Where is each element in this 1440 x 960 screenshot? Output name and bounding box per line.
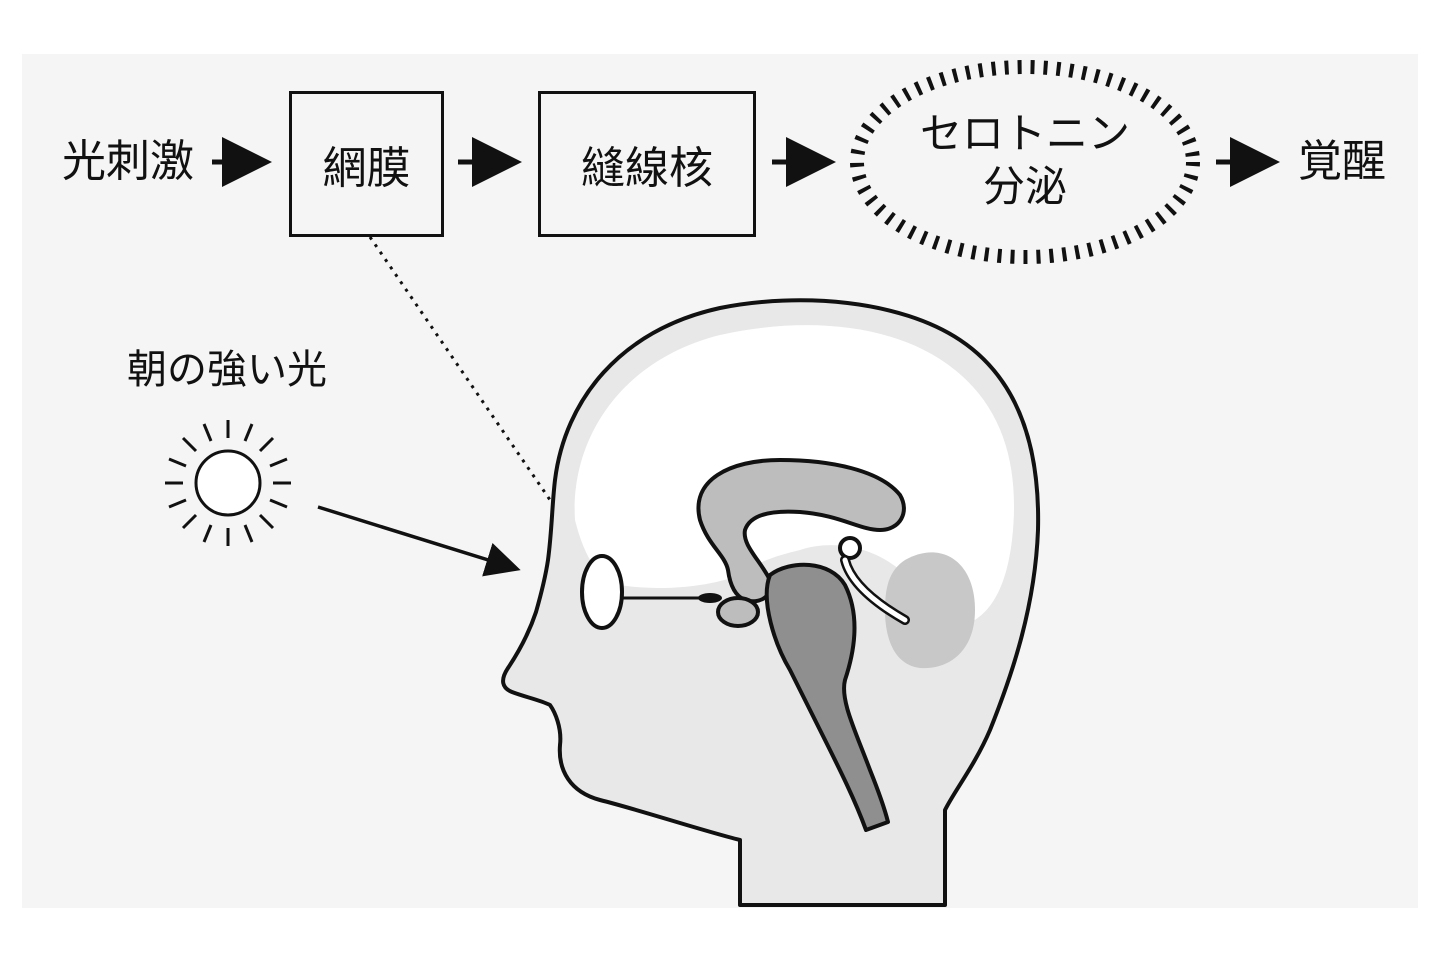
corpus-callosum	[696, 458, 906, 604]
raphe-nucleus-label: 縫線核	[581, 143, 713, 194]
stimulus-label: 光刺激	[62, 136, 194, 187]
pineal-body	[838, 536, 862, 560]
retina-label: 網膜	[322, 143, 411, 194]
eye-icon	[580, 554, 624, 630]
arousal-label: 覚醒	[1298, 136, 1386, 187]
light-arrow	[317, 505, 521, 577]
morning-light-label: 朝の強い光	[127, 347, 327, 393]
pituitary	[716, 596, 760, 628]
retina-box: 網膜	[289, 91, 444, 237]
serotonin-oval	[850, 60, 1200, 264]
brainstem	[764, 562, 890, 832]
optic-chiasm	[698, 593, 722, 603]
sun-icon	[165, 420, 291, 546]
raphe-nucleus-box: 縫線核	[538, 91, 756, 237]
serotonin-label: セロトニン	[919, 109, 1130, 158]
secretion-label: 分泌	[982, 161, 1067, 211]
serotonin-text: セロトニン 分泌	[875, 108, 1175, 213]
cerebellum	[885, 552, 975, 669]
